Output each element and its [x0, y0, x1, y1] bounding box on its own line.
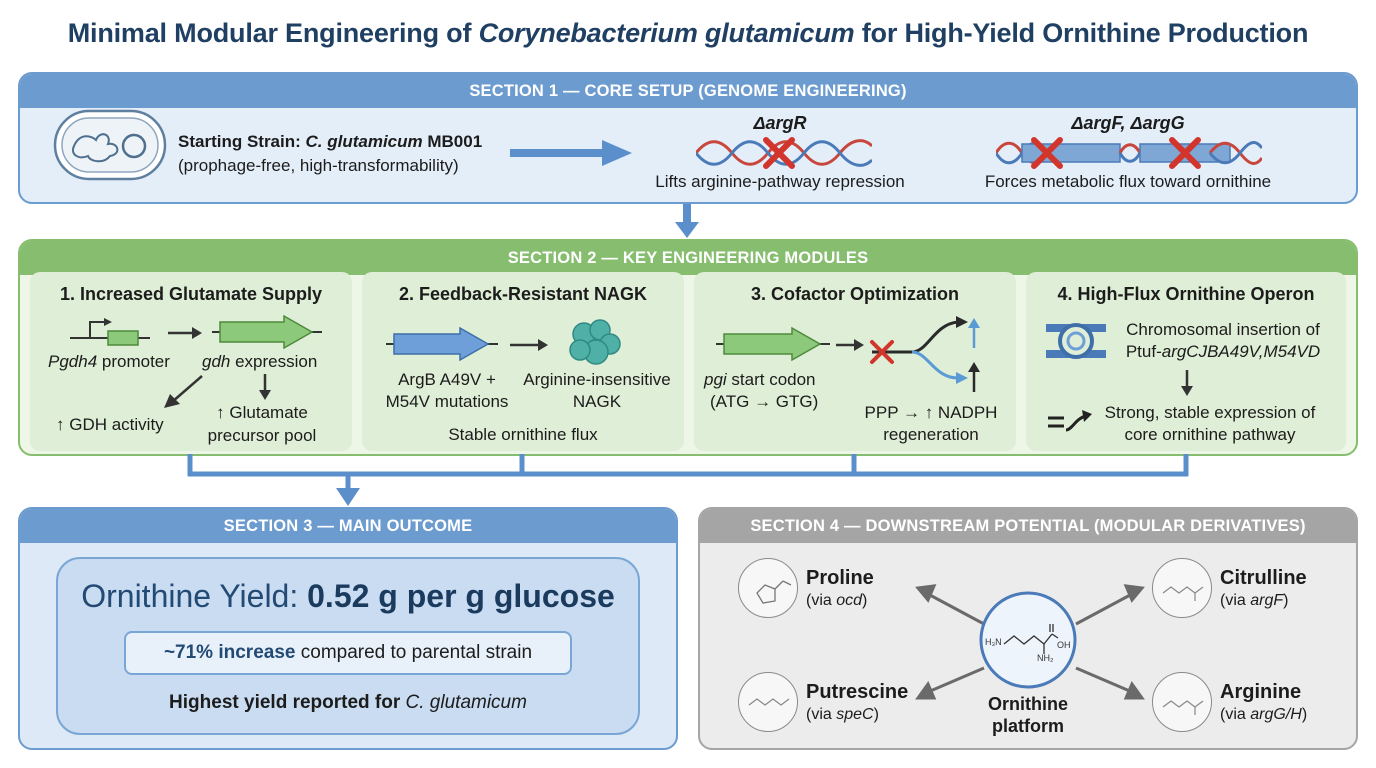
strong-flux-icon [1048, 410, 1092, 432]
module-2-panel [362, 272, 684, 451]
citrulline-molecule-icon [1152, 558, 1212, 618]
derivative-putrescine-via: (via speC) [806, 706, 879, 723]
promoter-gene-icon [70, 318, 150, 346]
derivative-citrulline-via: (via argF) [1220, 592, 1289, 609]
deletion-argf-argg-label: ΔargF, ΔargG [1071, 113, 1185, 133]
arrow-down-small-icon [259, 374, 271, 400]
proline-molecule-icon [738, 558, 798, 618]
module-1-panel [30, 272, 352, 451]
module-4-title: 4. High-Flux Ornithine Operon [1057, 284, 1315, 304]
starting-strain-label: Starting Strain: C. glutamicum MB001 [178, 132, 483, 151]
dna-deletion-argf-argg-icon [996, 137, 1262, 169]
derivative-arrows [915, 584, 1145, 700]
module-2-mutation-line2: M54V mutations [385, 392, 509, 411]
module-1-gene-label: gdh expression [202, 352, 318, 371]
module-2-result: Stable ornithine flux [448, 425, 598, 444]
nagk-protein-icon [569, 319, 621, 365]
flux-branch-icon [870, 316, 980, 392]
section-4-header: SECTION 4 — DOWNSTREAM POTENTIAL (MODULA… [700, 509, 1356, 543]
module-3-gene-label: pgi start codon [704, 370, 816, 389]
deletion-argf-argg-effect: Forces metabolic flux toward ornithine [984, 172, 1272, 191]
module-1-gdh-activity: ↑ GDH activity [56, 415, 164, 434]
module-2-enzyme-line1: Arginine-insensitive [523, 370, 671, 389]
module-4-insertion-line1: Chromosomal insertion of [1126, 320, 1320, 339]
derivative-putrescine-name: Putrescine [806, 681, 909, 703]
arrow-down-icon [675, 204, 699, 238]
starting-strain-description: (prophage-free, high-transformability) [178, 156, 459, 175]
module-2-mutation-line1: ArgB A49V + [398, 370, 496, 389]
module-1-glutamate-line2: precursor pool [207, 426, 317, 445]
ornithine-molecule-icon [979, 591, 1077, 689]
derivative-proline-name: Proline [806, 567, 874, 589]
page-title: Minimal Modular Engineering of Corynebac… [67, 18, 1309, 48]
yield-increase-badge: ~71% increase compared to parental strai… [124, 631, 572, 675]
ornithine-formula-nh2: NH₂ [1037, 653, 1054, 663]
module-3-ppp-line2: regeneration [883, 425, 979, 444]
gdh-gene-arrow-icon [212, 314, 322, 350]
arrow-down-small-icon [1181, 370, 1193, 396]
ornithine-platform-line2: platform [992, 716, 1064, 736]
section-1-header: SECTION 1 — CORE SETUP (GENOME ENGINEERI… [20, 74, 1356, 108]
putrescine-molecule-icon [738, 672, 798, 732]
arrow-right-small-icon [168, 327, 202, 339]
deletion-argr-effect: Lifts arginine-pathway repression [655, 172, 905, 191]
module-2-title: 2. Feedback-Resistant NAGK [398, 284, 648, 304]
derivative-citrulline-name: Citrulline [1220, 567, 1307, 589]
arrow-right-icon [510, 140, 632, 166]
module-3-title: 3. Cofactor Optimization [750, 284, 959, 304]
module-1-promoter-label: Pgdh4 promoter [48, 352, 170, 371]
ornithine-platform-line1: Ornithine [988, 694, 1068, 714]
arginine-molecule-icon [1152, 672, 1212, 732]
ornithine-yield: Ornithine Yield: 0.52 g per g glucose [81, 578, 615, 614]
derivative-arginine-name: Arginine [1220, 681, 1302, 703]
section-2-header: SECTION 2 — KEY ENGINEERING MODULES [20, 241, 1356, 275]
module-4-insertion-line2: Ptuf-argCJBA49V,M54VD [1125, 342, 1321, 361]
modules-connector-lines [187, 454, 1189, 506]
module-3-codon-change: (ATG → GTG) [710, 392, 819, 411]
bacterium-cell-icon [53, 109, 167, 181]
argb-gene-arrow-icon [386, 326, 498, 362]
module-1-title: 1. Increased Glutamate Supply [59, 284, 323, 304]
module-2-enzyme-line2: NAGK [572, 392, 622, 411]
arrow-right-small-icon [836, 339, 864, 351]
section-3-header: SECTION 3 — MAIN OUTCOME [20, 509, 676, 543]
chromosome-insertion-icon [1046, 323, 1106, 359]
module-3-ppp-line1: PPP → ↑ NADPH [864, 403, 998, 422]
ornithine-formula-hydroxyl: OH [1057, 640, 1071, 650]
derivative-proline-via: (via ocd) [806, 592, 868, 609]
module-3-panel [694, 272, 1016, 451]
module-4-expression-line1: Strong, stable expression of [1104, 403, 1316, 422]
dna-deletion-argr-icon [696, 137, 872, 169]
arrow-diagonal-icon [164, 375, 203, 408]
pgi-gene-arrow-icon [716, 326, 830, 362]
deletion-argr-label: ΔargR [753, 113, 807, 133]
derivative-arginine-via: (via argG/H) [1220, 706, 1308, 723]
section-1-core-setup: SECTION 1 — CORE SETUP (GENOME ENGINEERI… [18, 72, 1358, 204]
module-1-glutamate-line1: ↑ Glutamate [216, 403, 308, 422]
highest-yield-note: Highest yield reported for C. glutamicum [169, 692, 527, 713]
module-4-expression-line2: core ornithine pathway [1124, 425, 1296, 444]
ornithine-formula-amine: H₃N [985, 637, 1002, 647]
arrow-right-small-icon [510, 339, 548, 351]
